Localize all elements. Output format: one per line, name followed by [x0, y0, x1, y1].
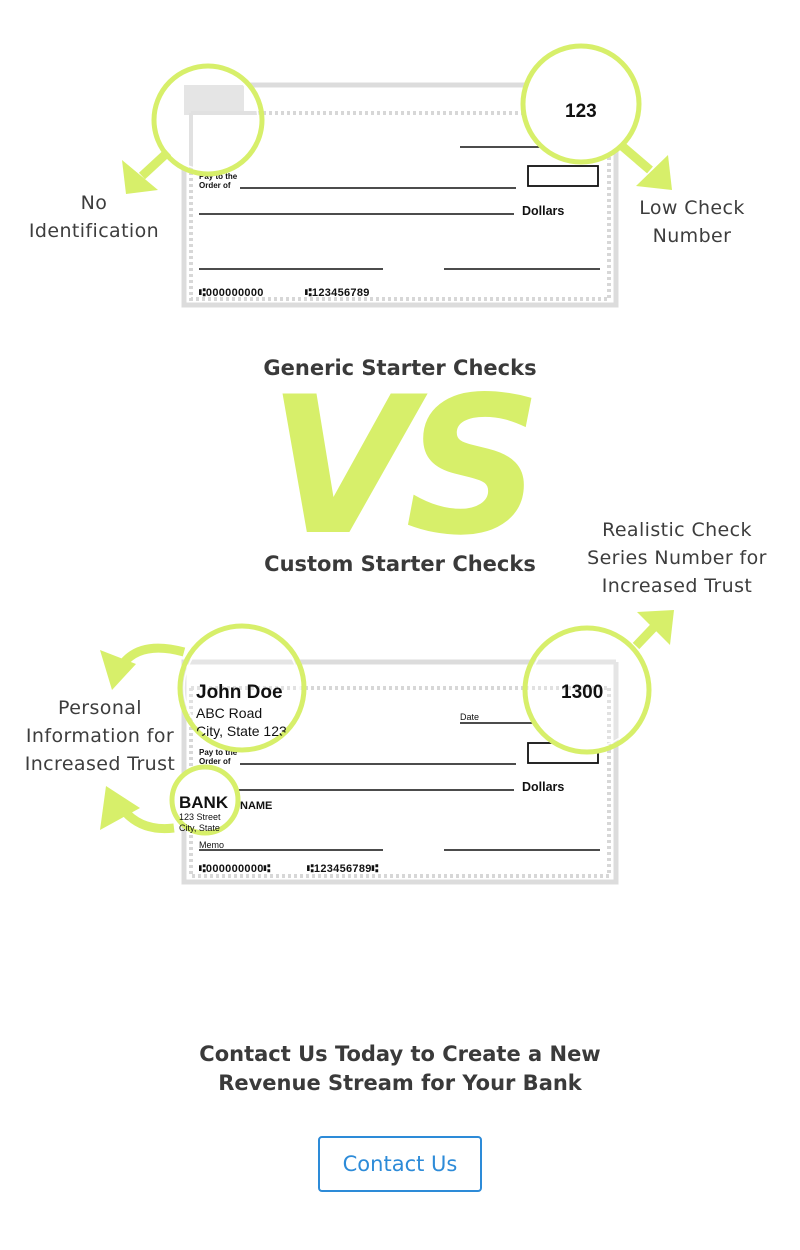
custom-routing: ⑆000000000⑆ — [199, 863, 271, 875]
vs-graphic: VS — [268, 356, 542, 577]
custom-dollars-label: Dollars — [522, 780, 564, 794]
magnifier-check-number — [522, 625, 652, 755]
pay-to-label: Pay to the — [199, 172, 238, 181]
arrow-head-personal-upper — [100, 650, 136, 690]
bank-address-1: 123 Street — [179, 812, 221, 822]
callout-personal-info: Personal Information for Increased Trust — [24, 697, 176, 775]
amount-box — [527, 165, 599, 187]
holder-name: John Doe — [196, 682, 283, 703]
callout-no-identification: No Identification — [28, 192, 160, 242]
custom-heading: Custom Starter Checks — [264, 552, 536, 576]
arrow-low-number — [619, 142, 653, 174]
bank-name: NAME — [240, 800, 272, 812]
contact-us-button[interactable]: Contact Us — [318, 1136, 482, 1192]
callout-low-check-number: Low Check Number — [639, 197, 745, 247]
svg-text:Pay to the: Pay to the — [199, 748, 238, 757]
magnifier-right — [520, 43, 642, 165]
generic-heading: Generic Starter Checks — [263, 356, 537, 380]
date-label: Date — [460, 712, 479, 722]
cta-line-1: Contact Us Today to Create a New — [199, 1042, 601, 1066]
memo-label: Memo — [199, 840, 224, 850]
cta-line-2: Revenue Stream for Your Bank — [218, 1071, 582, 1095]
holder-address-1: ABC Road — [196, 705, 262, 721]
cta-text: Contact Us Today to Create a New Revenue… — [0, 1040, 800, 1098]
check-number: 123 — [565, 101, 597, 122]
arrow-head-low-number — [636, 155, 672, 190]
holder-address-2: City, State 123 — [196, 723, 287, 739]
bank-address-2: City, State — [179, 823, 220, 833]
arrow-head-no-id — [122, 160, 158, 194]
svg-text:Order of: Order of — [199, 757, 231, 766]
account-number: ⑆123456789 — [305, 287, 370, 299]
callout-realistic-series: Realistic Check Series Number for Increa… — [587, 519, 767, 597]
bank-logo-text: BANK — [179, 793, 229, 812]
dollars-label: Dollars — [522, 204, 564, 218]
arrow-head-personal-lower — [100, 786, 140, 830]
magnifier-left — [151, 63, 265, 177]
arrow-head-series — [637, 610, 674, 645]
routing-number: ⑆000000000 — [199, 287, 264, 299]
custom-account: ⑆123456789⑆ — [307, 863, 379, 875]
custom-check-number: 1300 — [561, 682, 603, 703]
magnifier-bank — [169, 764, 241, 836]
arrow-series — [632, 621, 660, 650]
magnifier-personal-info — [177, 623, 307, 753]
arrow-no-id — [138, 148, 172, 180]
order-of-label: Order of — [199, 181, 231, 190]
generic-check-inner-border — [189, 111, 611, 301]
